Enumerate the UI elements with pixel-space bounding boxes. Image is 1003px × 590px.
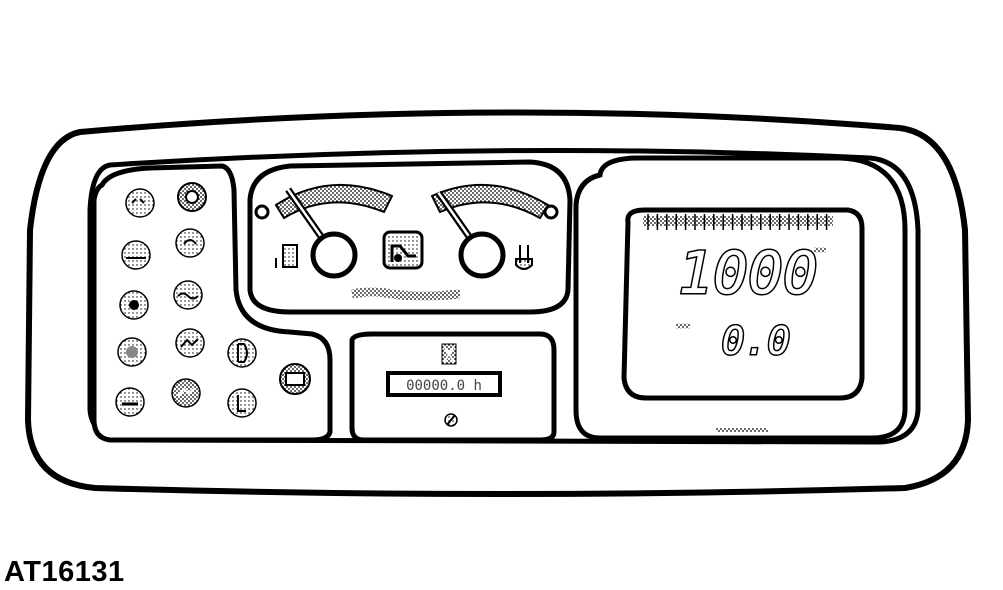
cruise-icon — [227, 388, 257, 418]
pto-icon — [227, 338, 257, 368]
figure-label: AT16131 — [4, 556, 125, 588]
hydraulic-icon — [175, 328, 205, 358]
hour-meter-value: 00000.0 h — [406, 378, 482, 394]
coolant-temp-gauge — [430, 183, 559, 279]
four-wheel-drive-icon — [279, 363, 311, 395]
turn-signal-icon — [171, 378, 201, 408]
tractor-logo-icon — [382, 230, 424, 270]
brand-wordmark — [351, 287, 461, 301]
lcd-sub-reading: 0.0 — [722, 319, 791, 363]
lcd-screen — [621, 207, 865, 401]
parking-brake-icon — [117, 337, 147, 367]
wrench-icon — [444, 413, 458, 427]
warning-lamp-icon — [125, 188, 155, 218]
tachometer-bargraph — [643, 214, 833, 230]
lcd-main-reading: 1000 — [678, 239, 818, 307]
oil-pressure-icon — [121, 240, 151, 270]
indicator-panel — [91, 163, 333, 443]
fuel-gauge — [254, 183, 394, 279]
thermometer-icon — [515, 245, 533, 270]
glow-plug-icon — [175, 228, 205, 258]
brake-lamp-icon — [177, 182, 207, 212]
hourglass-icon — [441, 343, 457, 365]
hour-meter-window — [386, 371, 502, 397]
air-filter-icon — [173, 280, 203, 310]
indicator-lamps — [115, 182, 311, 418]
battery-icon — [119, 290, 149, 320]
fuel-pump-icon — [275, 244, 298, 268]
differential-lock-icon — [115, 387, 145, 417]
